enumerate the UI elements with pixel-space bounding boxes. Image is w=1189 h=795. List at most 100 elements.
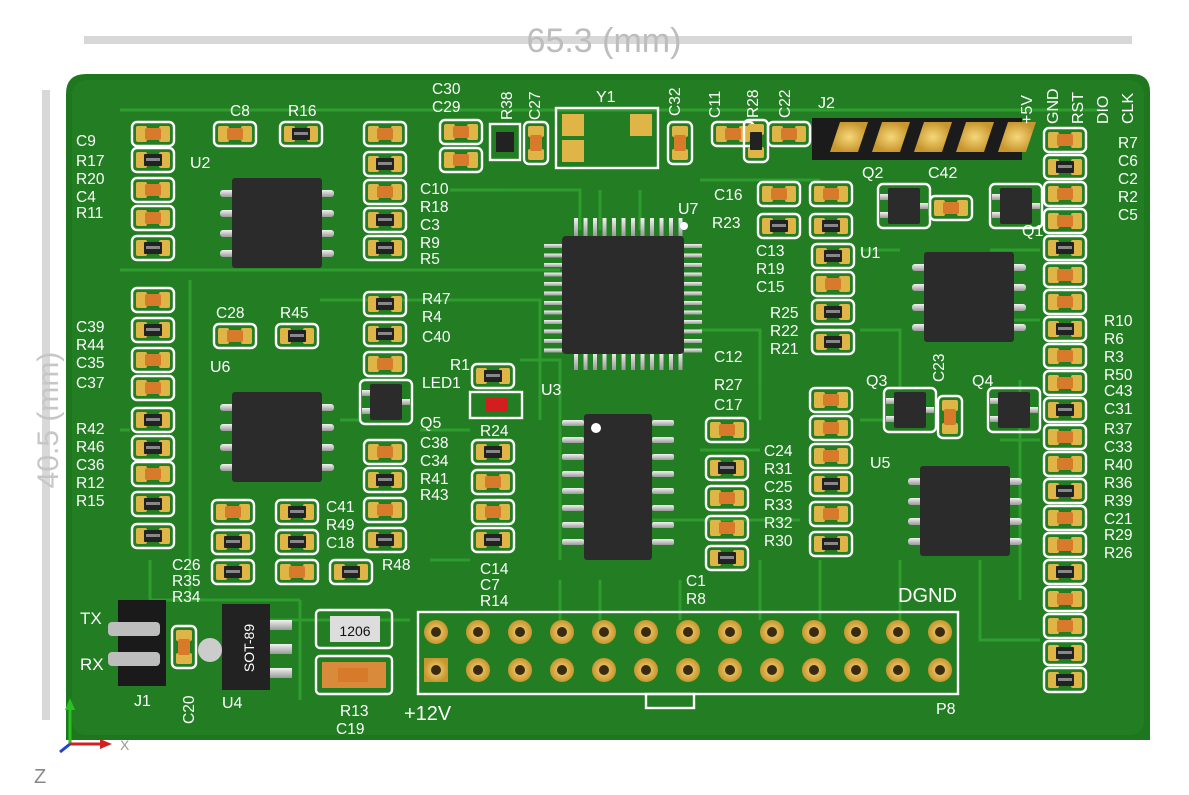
smd-component	[362, 320, 408, 348]
silk-j2-dio: DIO	[1095, 96, 1112, 124]
smd-component	[362, 178, 408, 206]
smd-component	[130, 176, 176, 204]
silk-c38: C38	[420, 435, 448, 452]
silk-r47: R47	[422, 291, 450, 308]
dimension-width-label: 65.3 (mm)	[527, 22, 682, 60]
silk-c42: C42	[928, 165, 957, 182]
smd-component	[274, 498, 320, 526]
silk-r32: R32	[764, 515, 792, 532]
smd-component	[1042, 180, 1088, 208]
smd-component	[928, 194, 974, 222]
silk-j1: J1	[134, 693, 151, 710]
silk-c3: C3	[420, 217, 440, 234]
regulator-u4	[198, 604, 292, 690]
silk-r34: R34	[172, 589, 201, 606]
silk-r40: R40	[1104, 457, 1133, 474]
smd-component	[1042, 342, 1088, 370]
smd-component	[210, 498, 256, 526]
silk-r43: R43	[420, 487, 448, 504]
header-p8	[416, 610, 960, 710]
smd-component	[666, 120, 694, 166]
silk-c2: C2	[1118, 171, 1138, 188]
silk-r35: R35	[172, 573, 200, 590]
smd-component	[362, 206, 408, 234]
silk-c5: C5	[1118, 207, 1138, 224]
silk-r13: R13	[340, 703, 368, 720]
silk-r1: R1	[450, 357, 470, 374]
silk-j2: J2	[818, 95, 835, 112]
silk-r42: R42	[76, 421, 104, 438]
smd-component	[766, 120, 812, 148]
smd-component	[810, 242, 856, 270]
smd-1206-c19	[314, 654, 394, 696]
smd-component	[212, 322, 258, 350]
silk-r28: R28	[745, 90, 762, 118]
smd-component	[1042, 126, 1088, 154]
smd-component	[274, 528, 320, 556]
silk-u2: U2	[190, 155, 211, 172]
silk-c20: C20	[181, 695, 198, 724]
smd-component	[212, 120, 258, 148]
silk-u3: U3	[541, 382, 562, 399]
silk-y1: Y1	[596, 89, 616, 106]
silk-r31: R31	[764, 461, 792, 478]
silk-r27: R27	[714, 377, 742, 394]
smd-component	[470, 498, 516, 526]
silk-r24: R24	[480, 423, 509, 440]
smd-component	[130, 234, 176, 262]
silk-c6: C6	[1118, 153, 1138, 170]
silk-r49: R49	[326, 517, 354, 534]
smd-component	[808, 212, 854, 240]
silk-r33: R33	[764, 497, 792, 514]
dimension-width: 65.3 (mm)	[84, 22, 1132, 60]
silk-j2-gnd: GND	[1045, 88, 1062, 124]
smd-component	[1042, 585, 1088, 613]
silk-j2-clk: CLK	[1120, 93, 1137, 124]
smd-component	[704, 544, 750, 572]
silk-c16: C16	[714, 187, 742, 204]
silk-c32: C32	[667, 88, 684, 116]
silk-c25: C25	[764, 479, 792, 496]
smd-component	[1042, 261, 1088, 289]
silk-pkg1206: 1206	[339, 623, 370, 639]
silk-r6: R6	[1104, 331, 1124, 348]
silk-r18: R18	[420, 199, 448, 216]
smd-component	[756, 180, 802, 208]
smd-component	[210, 528, 256, 556]
silk-q3: Q3	[866, 373, 887, 390]
smd-component	[1042, 153, 1088, 181]
smd-component	[522, 120, 550, 166]
silk-r2: R2	[1118, 189, 1138, 206]
silk-r5: R5	[420, 251, 440, 268]
silk-c12: C12	[714, 349, 742, 366]
led1	[468, 390, 524, 420]
smd-component	[362, 526, 408, 554]
silk-r30: R30	[764, 533, 793, 550]
silk-dgnd: DGND	[898, 585, 957, 607]
crystal-y1	[554, 106, 660, 170]
silk-rx: RX	[80, 655, 104, 674]
silk-r11: R11	[76, 205, 103, 222]
silk-c27: C27	[527, 92, 544, 120]
silk-c13: C13	[756, 243, 784, 260]
silk-r48: R48	[382, 557, 410, 574]
smd-component	[130, 434, 176, 462]
axes-gizmo: X Z	[34, 698, 130, 788]
transistor-q5	[358, 378, 414, 426]
silk-c39: C39	[76, 319, 104, 336]
silk-p8: P8	[936, 701, 956, 718]
silk-c26: C26	[172, 557, 200, 574]
ic-u6	[220, 392, 334, 482]
jumper-j1	[108, 600, 166, 686]
silk--12v: +12V	[404, 703, 452, 725]
ic-u3	[562, 414, 674, 560]
z-axis-label: Z	[34, 766, 46, 788]
smd-component	[808, 180, 854, 208]
silk-q4: Q4	[972, 373, 993, 390]
smd-component	[710, 120, 756, 148]
x-axis-label: X	[120, 737, 130, 753]
silk-tx: TX	[80, 609, 102, 628]
smd-component	[1042, 666, 1088, 694]
silk-u6: U6	[210, 359, 231, 376]
